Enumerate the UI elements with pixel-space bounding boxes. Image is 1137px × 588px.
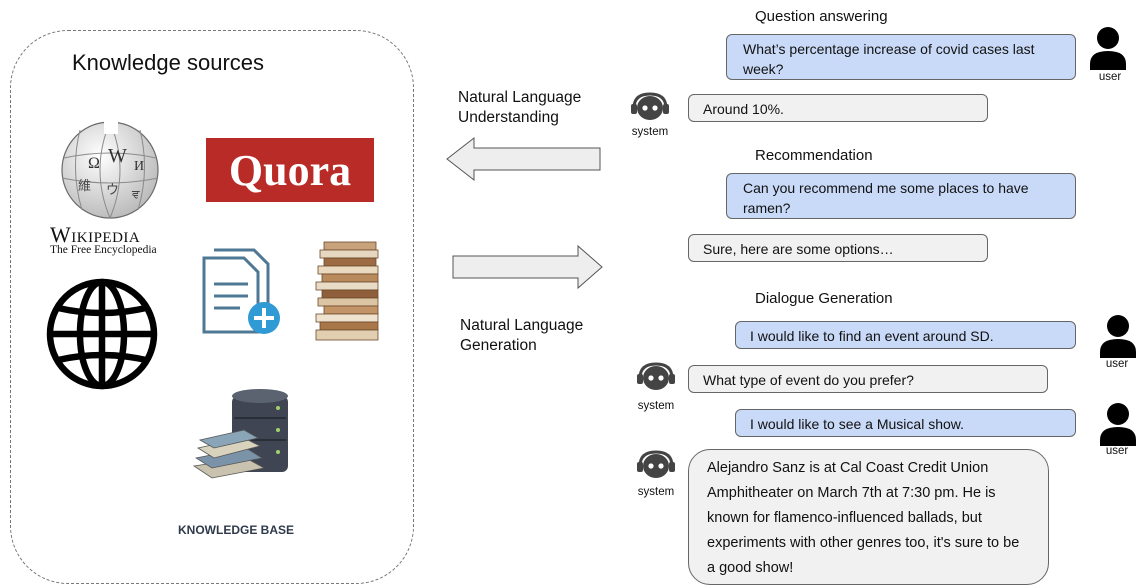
user-caption: user	[1105, 358, 1129, 370]
quora-logo: Quora	[206, 138, 374, 202]
system-caption: system	[637, 486, 675, 498]
knowledge-base-label: KNOWLEDGE BASE	[178, 523, 295, 537]
qa-system-message: Around 10%.	[688, 94, 988, 122]
nlg-label: Natural Language Generation	[460, 317, 584, 354]
books-stack-icon	[315, 241, 379, 341]
user-icon	[1100, 315, 1136, 358]
svg-text:ウ: ウ	[106, 182, 119, 197]
svg-text:ਵ: ਵ	[131, 187, 140, 201]
wikipedia-globe-icon: Ω W И 維 ウ ਵ	[61, 120, 159, 219]
svg-text:И: И	[134, 159, 144, 174]
dg-user-message-2: I would like to see a Musical show.	[735, 409, 1076, 437]
wikipedia-tagline: The Free Encyclopedia	[50, 244, 157, 256]
wikipedia-wordmark: Wikipedia	[50, 222, 141, 247]
user-icon	[1100, 403, 1136, 446]
user-caption: user	[1105, 445, 1129, 457]
svg-text:Ω: Ω	[88, 155, 100, 172]
knowledge-sources-panel	[10, 30, 414, 584]
system-bot-icon	[637, 362, 675, 390]
svg-text:維: 維	[78, 178, 91, 193]
svg-text:W: W	[108, 145, 127, 167]
nlu-label: Natural Language Understanding	[458, 89, 582, 126]
user-caption: user	[1098, 71, 1122, 83]
knowledge-sources-title: Knowledge sources	[72, 50, 265, 75]
system-bot-icon	[631, 92, 669, 120]
dg-system-message-1: What type of event do you prefer?	[688, 365, 1048, 393]
dg-system-message-2: Alejandro Sanz is at Cal Coast Credit Un…	[688, 449, 1049, 585]
rec-system-message: Sure, here are some options…	[688, 234, 988, 262]
user-icon	[1090, 27, 1126, 70]
qa-user-message: What’s percentage increase of covid case…	[726, 34, 1076, 80]
left-arrow-icon	[446, 136, 601, 182]
right-arrow-icon	[452, 244, 603, 290]
rec-user-message: Can you recommend me some places to have…	[726, 173, 1076, 219]
system-caption: system	[637, 400, 675, 412]
system-caption: system	[631, 126, 669, 138]
system-bot-icon	[637, 450, 675, 478]
dg-user-message-1: I would like to find an event around SD.	[735, 321, 1076, 349]
dg-section-title: Dialogue Generation	[755, 290, 893, 307]
database-books-icon	[192, 389, 288, 479]
document-add-icon	[202, 248, 280, 334]
rec-section-title: Recommendation	[755, 147, 873, 164]
globe-icon	[46, 278, 158, 390]
qa-section-title: Question answering	[755, 8, 888, 25]
